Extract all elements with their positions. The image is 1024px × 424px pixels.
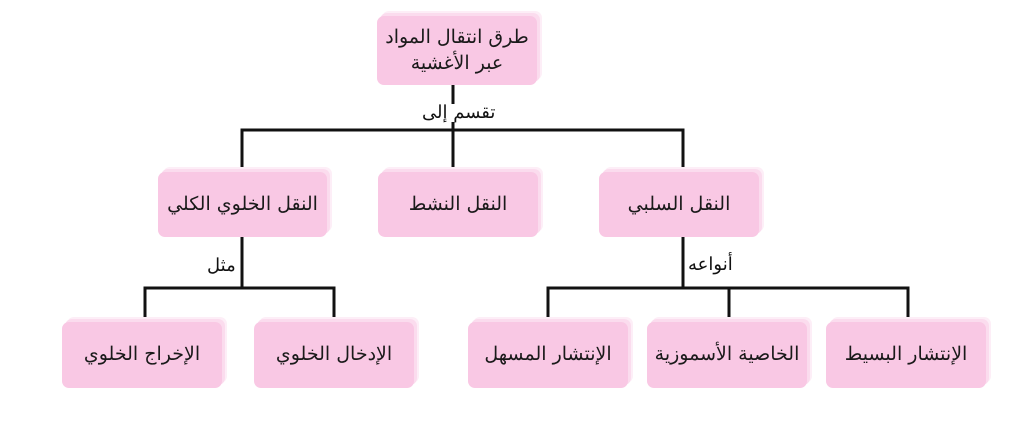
root-edge-label: تقسم إلى — [420, 102, 498, 123]
node-osmosis: الخاصية الأسموزية — [647, 322, 807, 388]
node-facilitated-diffusion: الإنتشار المسهل — [468, 322, 628, 388]
node-bulk-transport: النقل الخلوي الكلي — [158, 172, 327, 237]
node-simple-diffusion-label: الإنتشار البسيط — [844, 343, 968, 366]
node-osmosis-label: الخاصية الأسموزية — [654, 343, 800, 366]
node-facilitated-diffusion-label: الإنتشار المسهل — [484, 343, 612, 366]
node-active-transport-label: النقل النشط — [408, 192, 508, 215]
node-passive-transport: النقل السلبي — [599, 172, 759, 237]
root-title-line1: طرق انتقال المواد — [385, 25, 529, 48]
node-exocytosis: الإخراج الخلوي — [62, 322, 222, 388]
node-endocytosis-label: الإدخال الخلوي — [275, 343, 393, 366]
root-title-line2: عبر الأغشية — [410, 51, 504, 74]
passive-edge-label: أنواعه — [686, 254, 735, 275]
node-active-transport: النقل النشط — [378, 172, 538, 237]
node-endocytosis: الإدخال الخلوي — [254, 322, 414, 388]
node-exocytosis-label: الإخراج الخلوي — [83, 343, 201, 366]
node-simple-diffusion: الإنتشار البسيط — [826, 322, 986, 388]
root-node: طرق انتقال المواد عبر الأغشية — [377, 16, 537, 85]
node-passive-transport-label: النقل السلبي — [627, 192, 731, 215]
bulk-edge-label: مثل — [205, 255, 238, 276]
node-bulk-transport-label: النقل الخلوي الكلي — [167, 192, 318, 215]
